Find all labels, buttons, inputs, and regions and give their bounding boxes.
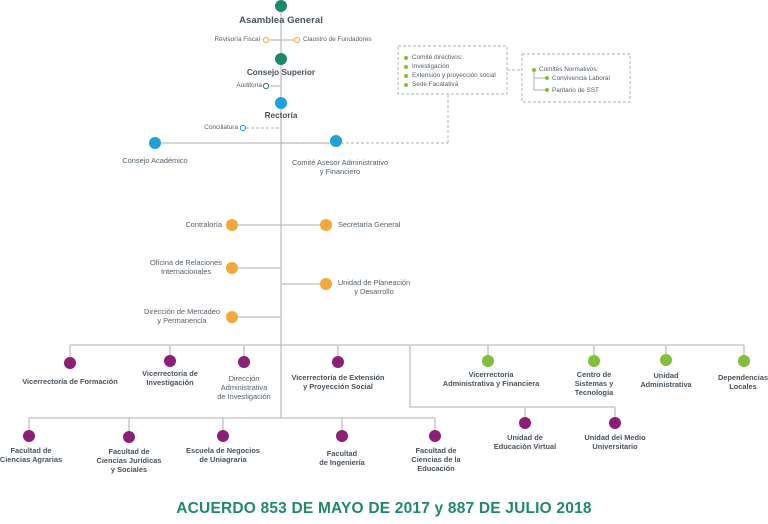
node-educacion-virtual-dot [519, 417, 531, 429]
label-vice-formacion: Vicerrectoría de Formación [22, 377, 118, 386]
node-vice-formacion-dot [64, 357, 76, 369]
label-fac-educacion: Facultad de Ciencias de la Educación [411, 446, 461, 473]
label-vice-extension: Vicerrectoría de Extensión y Proyección … [291, 373, 385, 391]
label-asamblea: Asamblea General [239, 15, 323, 26]
node-dependencias-dot [738, 355, 750, 367]
label-oficina-relaciones: Oficina de Relaciones Internacionales [150, 258, 222, 276]
node-mercadeo-dot [226, 311, 238, 323]
label-auditoria: Auditoría [236, 82, 262, 89]
label-educacion-virtual: Unidad de Educación Virtual [493, 433, 557, 451]
node-convivencia-dot [545, 76, 549, 80]
label-comite-asesor: Comité Asesor Administrativo y Financier… [291, 158, 389, 176]
node-centro-sistemas-dot [588, 355, 600, 367]
node-claustro-dot [293, 36, 301, 44]
label-dir-investigacion: Dirección Administrativa de Investigació… [217, 374, 271, 401]
comites-directivos-box: Comité directivos: Investigación Extensi… [404, 53, 496, 89]
label-unidad-administrativa: Unidad Administrativa [640, 371, 692, 389]
label-rectoria: Rectoría [264, 111, 298, 120]
label-fac-ingenieria: Facultad de Ingeniería [319, 449, 365, 467]
label-fac-agrarias: Facultad de Ciencias Agrarias [0, 446, 63, 464]
node-vice-admin-dot [482, 355, 494, 367]
node-conciliatura-dot [239, 124, 247, 132]
node-comites-normativos-dot [532, 68, 536, 72]
node-medio-universitario-dot [609, 417, 621, 429]
bullet-dot [404, 55, 408, 60]
node-escuela-negocios-dot [217, 430, 229, 442]
label-centro-sistemas: Centro de Sistemas y Tecnología [574, 370, 614, 397]
node-fac-agrarias-dot [23, 430, 35, 442]
footer-acuerdo: ACUERDO 853 DE MAYO DE 2017 y 887 DE JUL… [176, 500, 592, 517]
label-dependencias-locales: Dependencias Locales [717, 373, 768, 391]
label-revisoria: Revisoría Fiscal [214, 36, 260, 43]
bullet-dot [404, 73, 408, 78]
node-fac-educacion-dot [429, 430, 441, 442]
label-fac-juridicas: Facultad de Ciencias Jurídicas y Sociale… [96, 447, 162, 474]
label-unidad-planeacion: Unidad de Planeación y Desarrollo [337, 278, 411, 296]
bullet-dot [404, 82, 408, 87]
comites-normativos-item-1: Convivencia Laboral [552, 75, 610, 82]
node-fac-ingenieria-dot [336, 430, 348, 442]
node-fac-juridicas-dot [123, 431, 135, 443]
node-consejo-academico-dot [149, 137, 161, 149]
bullet-dot [404, 64, 408, 69]
comites-normativos-title: Comités Normativos: [539, 66, 599, 73]
node-vice-extension-dot [332, 356, 344, 368]
label-direccion-mercadeo: Dirección de Mercadeo y Permanencia [144, 307, 220, 325]
label-vice-investigacion: Vicerrectoría de Investigación [142, 369, 198, 387]
node-oficina-dot [226, 262, 238, 274]
label-conciliatura: Conciliatura [204, 124, 238, 131]
label-consejo-superior: Consejo Superior [246, 68, 316, 77]
node-paritario-dot [545, 88, 549, 92]
node-planeacion-dot [320, 278, 332, 290]
node-unidad-admin-dot [660, 354, 672, 366]
node-comite-asesor-dot [330, 135, 342, 147]
label-secretaria: Secretaría General [338, 220, 401, 229]
node-consejo-superior-dot [275, 53, 287, 65]
label-contraloria: Contraloría [185, 220, 222, 229]
label-medio-universitario: Unidad del Medio Universitario [584, 433, 646, 451]
node-auditoria-dot [262, 82, 270, 90]
label-escuela-negocios: Escuela de Negocios de Uniagraria [186, 446, 260, 464]
label-consejo-academico: Consejo Académico [122, 156, 188, 165]
node-revisoria-dot [262, 36, 270, 44]
comites-normativos-item-2: Paritario de SST [552, 87, 599, 94]
label-claustro: Claustro de Fundadores [303, 36, 372, 43]
node-rectoria-dot [275, 97, 287, 109]
label-vice-administrativa: Vicerrectoría Administrativa y Financier… [442, 370, 540, 388]
node-dir-investigacion-dot [238, 356, 250, 368]
node-contraloria-dot [226, 219, 238, 231]
node-vice-investigacion-dot [164, 355, 176, 367]
node-asamblea-dot [275, 0, 287, 12]
node-secretaria-dot [320, 219, 332, 231]
